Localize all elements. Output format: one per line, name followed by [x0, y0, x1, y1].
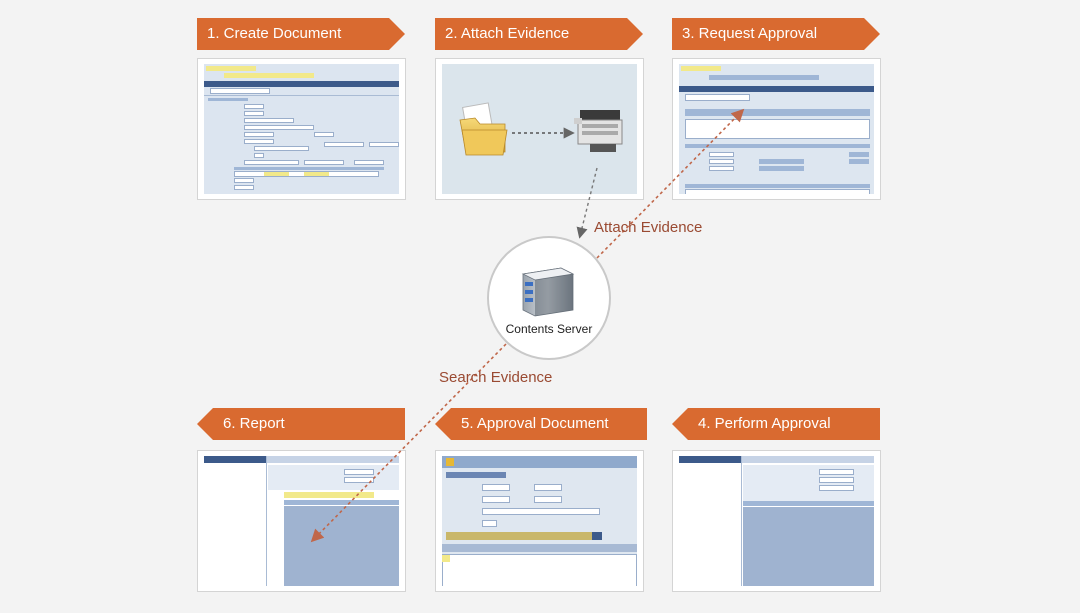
step-1-banner: 1. Create Document: [197, 18, 405, 50]
server-icon: [521, 267, 575, 317]
step-4-banner: 4. Perform Approval: [672, 408, 880, 440]
step-2-banner: 2. Attach Evidence: [435, 18, 643, 50]
search-evidence-flow-label: Search Evidence: [439, 369, 553, 386]
create-document-screenshot: [197, 58, 406, 200]
attach-evidence-screenshot: [435, 58, 644, 200]
step-6-banner: 6. Report: [197, 408, 405, 440]
request-approval-screenshot: [672, 58, 881, 200]
step-3-banner: 3. Request Approval: [672, 18, 880, 50]
approval-document-screenshot: [435, 450, 644, 592]
folder-icon: [459, 102, 508, 156]
scanner-copier-icon: [574, 110, 623, 152]
server-label: Contents Server: [505, 322, 593, 336]
step-5-banner: 5. Approval Document: [435, 408, 647, 440]
perform-approval-screenshot: [672, 450, 881, 592]
contents-server: Contents Server: [487, 236, 611, 360]
attach-evidence-flow-label: Attach Evidence: [594, 219, 703, 236]
report-screenshot: [197, 450, 406, 592]
